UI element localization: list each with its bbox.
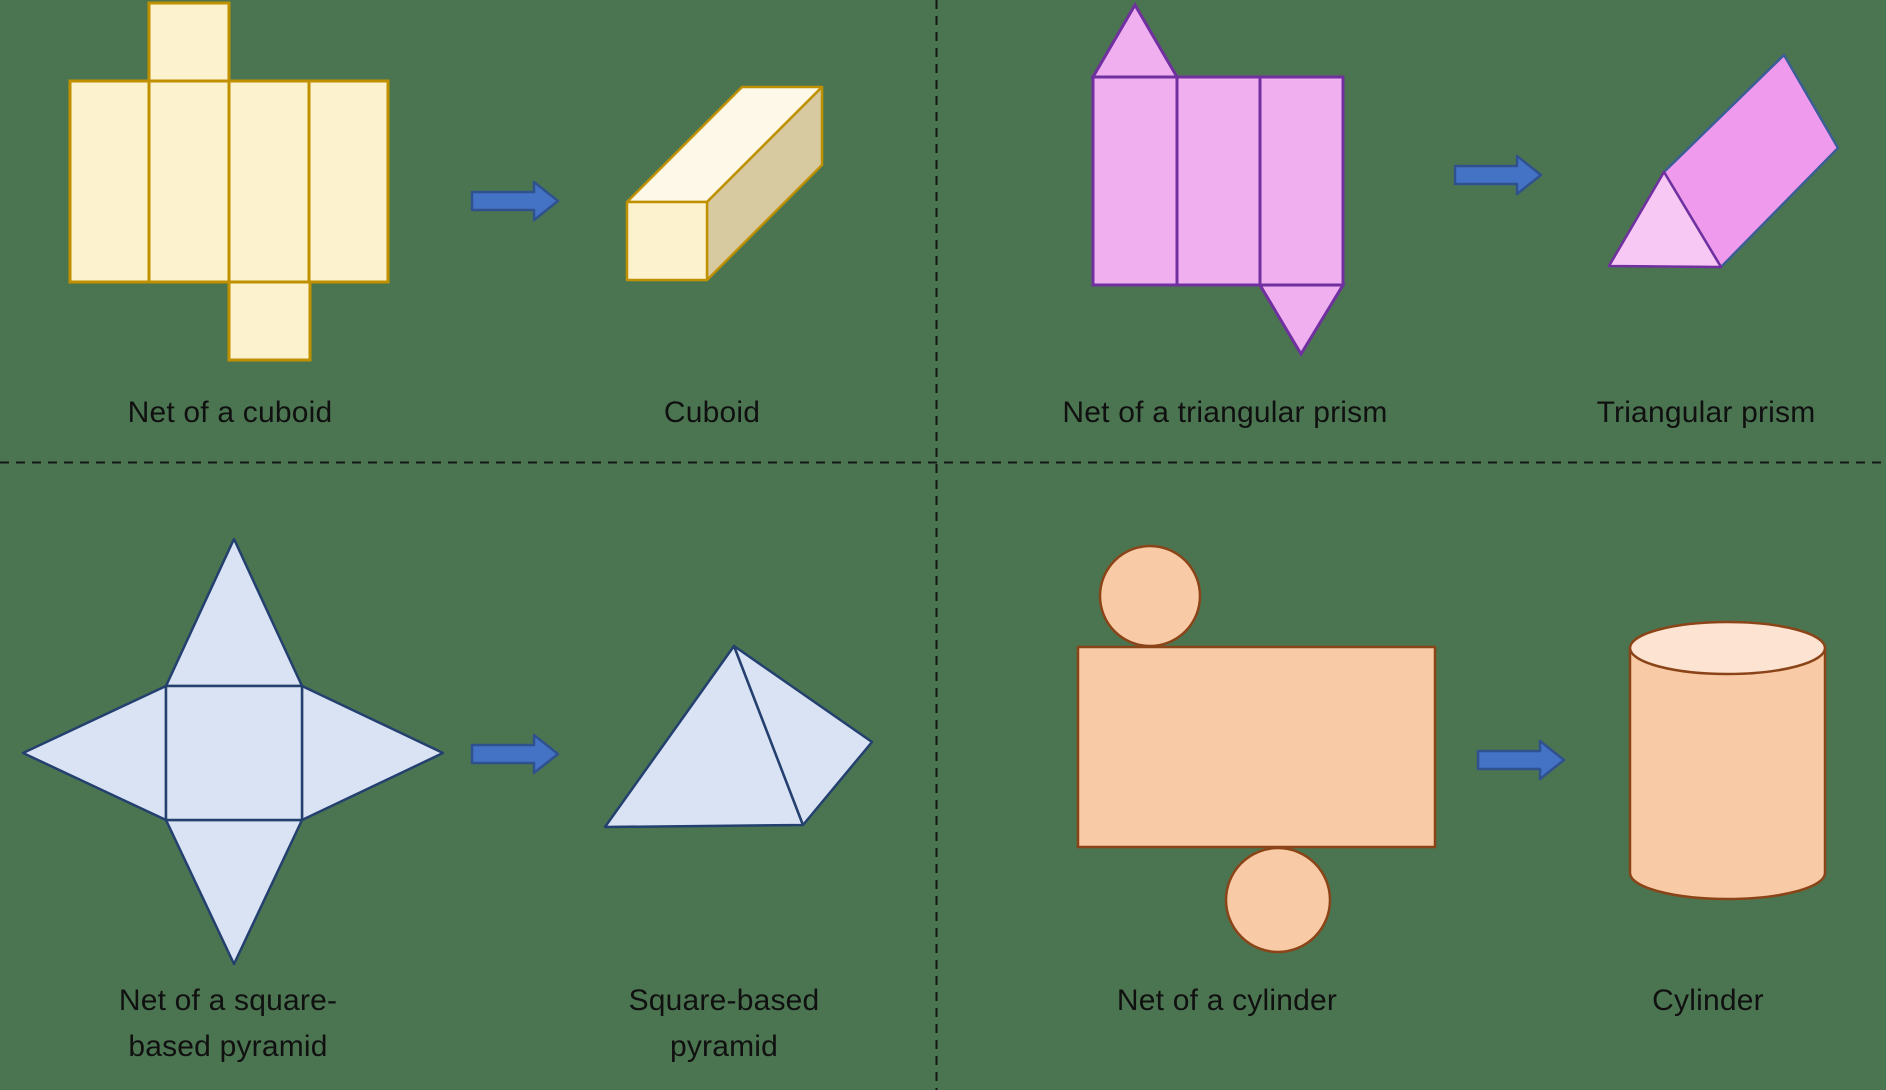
arrow-right-icon — [470, 733, 560, 775]
label-cylinder: Cylinder — [1652, 984, 1764, 1017]
cylinder-3d-shape — [1628, 620, 1827, 901]
label-square-pyramid: Square-based pyramid — [629, 978, 820, 1070]
triangular-prism-net-shape — [1090, 2, 1346, 357]
label-triangular-prism: Triangular prism — [1596, 396, 1816, 429]
label-square-pyramid-line1: Square-based — [628, 984, 820, 1017]
label-cylinder-net: Net of a cylinder — [1116, 984, 1338, 1017]
label-triangular-prism-net: Net of a triangular prism — [1062, 396, 1388, 429]
label-square-pyramid-line2: pyramid — [669, 1030, 779, 1063]
label-square-pyramid-net-line2: based pyramid — [128, 1030, 328, 1063]
cuboid-3d-shape — [625, 85, 824, 282]
label-square-pyramid-net: Net of a square- based pyramid — [119, 978, 337, 1070]
square-pyramid-net-shape — [21, 537, 445, 966]
arrow-right-icon — [1476, 739, 1566, 781]
arrow-right-icon — [470, 180, 560, 222]
label-cuboid-net: Net of a cuboid — [127, 396, 333, 429]
label-square-pyramid-net-line1: Net of a square- — [118, 984, 338, 1017]
square-pyramid-3d-shape — [603, 644, 874, 829]
cylinder-net-shape — [1076, 544, 1437, 954]
cuboid-net-shape — [68, 1, 390, 362]
triangular-prism-3d-shape — [1607, 53, 1840, 269]
label-cuboid: Cuboid — [663, 396, 761, 429]
arrow-right-icon — [1453, 154, 1543, 196]
